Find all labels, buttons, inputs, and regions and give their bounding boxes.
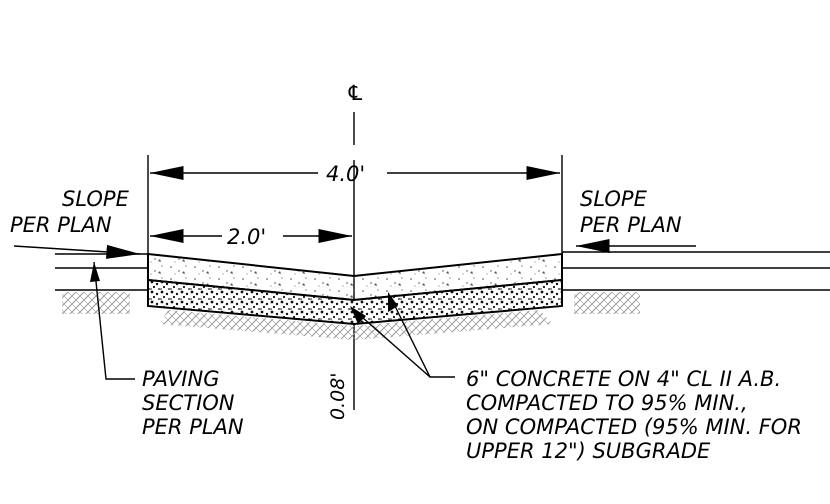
concrete-note-line2: COMPACTED TO 95% MIN., bbox=[466, 391, 748, 415]
dim-half-width: 2.0' bbox=[227, 225, 266, 249]
concrete-note-line3: ON COMPACTED (95% MIN. FOR bbox=[466, 415, 802, 439]
paving-note-line3: PER PLAN bbox=[142, 415, 244, 439]
slope-right-line1: SLOPE bbox=[580, 187, 648, 211]
dim-total-width: 4.0' bbox=[326, 162, 365, 186]
concrete-leader-b bbox=[353, 309, 431, 378]
dim-depth: 0.08' bbox=[327, 372, 349, 420]
ground-hatch-under bbox=[160, 310, 552, 340]
ground-hatch-left bbox=[62, 292, 130, 314]
slope-left-arrow bbox=[13, 244, 141, 259]
paving-leader bbox=[93, 261, 135, 380]
centerline-symbol: ℄ bbox=[346, 81, 365, 105]
slope-right-line2: PER PLAN bbox=[580, 213, 682, 237]
aggregate-base-layer bbox=[147, 278, 563, 326]
paving-leader-arrow bbox=[90, 262, 100, 282]
slope-left-line1: SLOPE bbox=[62, 187, 130, 211]
ground-hatch-right bbox=[574, 292, 640, 314]
concrete-note-line1: 6" CONCRETE ON 4" CL II A.B. bbox=[466, 367, 781, 391]
concrete-leader-b-arrow bbox=[350, 306, 366, 324]
concrete-note-line4: UPPER 12") SUBGRADE bbox=[466, 439, 711, 463]
paving-note-line2: SECTION bbox=[142, 391, 235, 415]
concrete-leader-a-arrow bbox=[388, 292, 398, 312]
paving-note-line1: PAVING bbox=[142, 367, 219, 391]
slope-left-line2: PER PLAN bbox=[10, 213, 112, 237]
